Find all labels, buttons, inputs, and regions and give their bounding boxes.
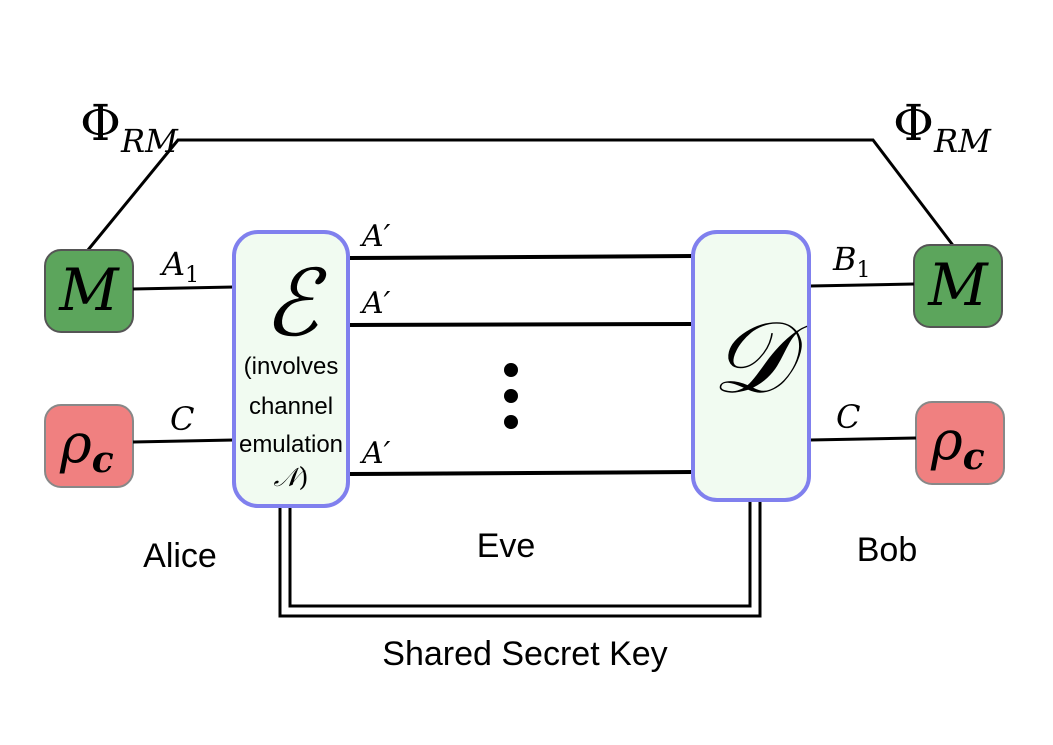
channel-label-1: A′: [359, 219, 391, 254]
encoder-note-line-1: (involves: [244, 353, 339, 380]
ellipsis-dot-1: [504, 363, 518, 377]
alice-rho-label: ρc: [59, 412, 114, 481]
bob-m-label: M: [927, 251, 989, 319]
alice-m-label: M: [58, 256, 120, 324]
encoder-note-line-3: emulation: [239, 431, 343, 458]
encoder-note-line-2: channel: [249, 393, 333, 420]
wire-c-right-label: C: [836, 398, 860, 436]
alice-m-box: [44, 249, 134, 333]
wire-b1: [809, 282, 915, 288]
encoder-box: [232, 230, 350, 508]
shared-key-line-inner: [288, 500, 752, 608]
eve-label: Eve: [477, 527, 536, 565]
wire-c-left: [132, 438, 235, 444]
alice-rho-box: [44, 404, 134, 488]
bob-rho-box: [915, 401, 1005, 485]
wire-a1: [132, 285, 235, 291]
bob-label: Bob: [857, 531, 918, 569]
channel-label-2: A′: [359, 286, 391, 321]
channel-label-3: A′: [359, 436, 391, 471]
bob-m-box: [913, 244, 1003, 328]
wire-c-left-label: C: [170, 400, 194, 438]
shared-key-line-outer: [278, 500, 762, 618]
decoder-box: [691, 230, 811, 502]
bob-rho-label: ρc: [930, 409, 985, 478]
wire-a1-label: A1: [159, 245, 199, 288]
shared-key-label: Shared Secret Key: [382, 635, 667, 673]
ellipsis-dot-2: [504, 389, 518, 403]
ellipsis-dot-3: [504, 415, 518, 429]
channel-wire-1: [349, 254, 694, 260]
wire-b1-label: B1: [832, 240, 871, 283]
wire-c-right: [809, 436, 917, 442]
encoder-note-line-4: 𝒩): [273, 463, 308, 493]
entanglement-line: [86, 138, 957, 251]
channel-wire-3: [349, 470, 694, 476]
channel-wire-2: [349, 322, 694, 327]
encoder-symbol: ℰ: [263, 250, 327, 357]
alice-label: Alice: [143, 537, 217, 575]
phi-left-label: ΦRM: [80, 94, 179, 160]
phi-right-label: ΦRM: [893, 94, 992, 160]
